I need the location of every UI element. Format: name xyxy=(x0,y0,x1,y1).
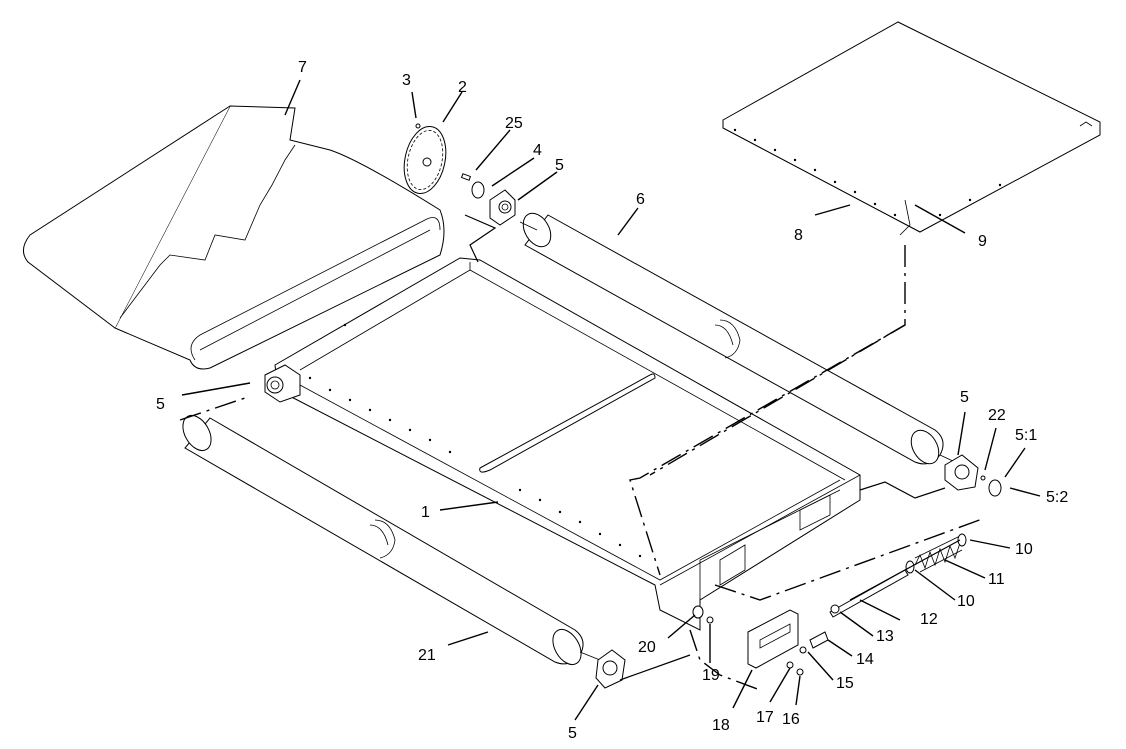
bearing-part-5-bottom xyxy=(595,649,626,689)
callout-17: 17 xyxy=(756,709,774,726)
callout-5-right: 5 xyxy=(960,389,969,406)
callout-10-top: 10 xyxy=(1015,541,1033,558)
callout-1: 1 xyxy=(421,504,430,521)
callout-10-bottom: 10 xyxy=(957,593,975,610)
nut-part-13 xyxy=(830,604,840,614)
clip-part-9 xyxy=(899,199,911,236)
assembly-lines xyxy=(179,214,986,691)
roller-part-21 xyxy=(182,414,601,666)
key-part-25 xyxy=(460,173,472,181)
callout-4: 4 xyxy=(533,142,542,159)
cover-holes xyxy=(733,128,1002,217)
collar-part-5-1 xyxy=(988,479,1002,497)
washer-part-15 xyxy=(799,646,807,654)
setscrew-part-3 xyxy=(415,123,421,129)
callout-22: 22 xyxy=(988,407,1006,424)
callout-8: 8 xyxy=(794,227,803,244)
setscrew-part-22 xyxy=(980,475,986,481)
nut-part-16 xyxy=(796,668,804,676)
callout-13: 13 xyxy=(876,628,894,645)
bracket-part-18 xyxy=(747,609,799,669)
bearing-part-5-left xyxy=(264,364,301,403)
washer-part-20 xyxy=(692,605,704,619)
callout-6: 6 xyxy=(636,191,645,208)
callout-9: 9 xyxy=(978,233,987,250)
callout-5-left: 5 xyxy=(156,396,165,413)
callout-19: 19 xyxy=(702,667,720,684)
callout-2: 2 xyxy=(458,79,467,96)
frame-part-1 xyxy=(274,257,861,631)
washer-part-17 xyxy=(786,661,794,669)
sprocket-part-2 xyxy=(403,125,447,195)
bolt-part-14 xyxy=(809,631,829,649)
callout-12: 12 xyxy=(920,611,938,628)
callout-14: 14 xyxy=(856,651,874,668)
callout-3: 3 xyxy=(402,72,411,89)
belt-part-7 xyxy=(23,105,445,370)
roller-part-6 xyxy=(519,212,956,465)
frame-holes xyxy=(308,323,642,558)
callout-5-1: 5:1 xyxy=(1015,427,1037,444)
callout-7: 7 xyxy=(298,59,307,76)
rod-part-12 xyxy=(829,569,909,618)
washer-part-19 xyxy=(706,616,714,624)
callout-5-top: 5 xyxy=(555,157,564,174)
collar-part-4 xyxy=(471,181,485,199)
callout-20: 20 xyxy=(638,639,656,656)
callout-labels: 7 3 2 25 4 5 6 8 9 5 1 21 5 22 5:1 5:2 1… xyxy=(156,59,1068,742)
callout-25: 25 xyxy=(505,115,523,132)
washer-part-10-top xyxy=(957,533,967,547)
callout-11: 11 xyxy=(988,571,1005,588)
bearing-part-5-right xyxy=(944,454,979,491)
callout-5-2: 5:2 xyxy=(1046,489,1068,506)
callout-15: 15 xyxy=(836,675,854,692)
callout-18: 18 xyxy=(712,717,730,734)
callout-5-bottom: 5 xyxy=(568,725,577,742)
callout-16: 16 xyxy=(782,711,800,728)
cover-plate-part-8 xyxy=(722,21,1101,233)
leader-lines xyxy=(181,79,1041,721)
tension-spring-part-11 xyxy=(914,535,963,573)
bearing-part-5-top xyxy=(489,189,516,226)
callout-21: 21 xyxy=(418,647,436,664)
